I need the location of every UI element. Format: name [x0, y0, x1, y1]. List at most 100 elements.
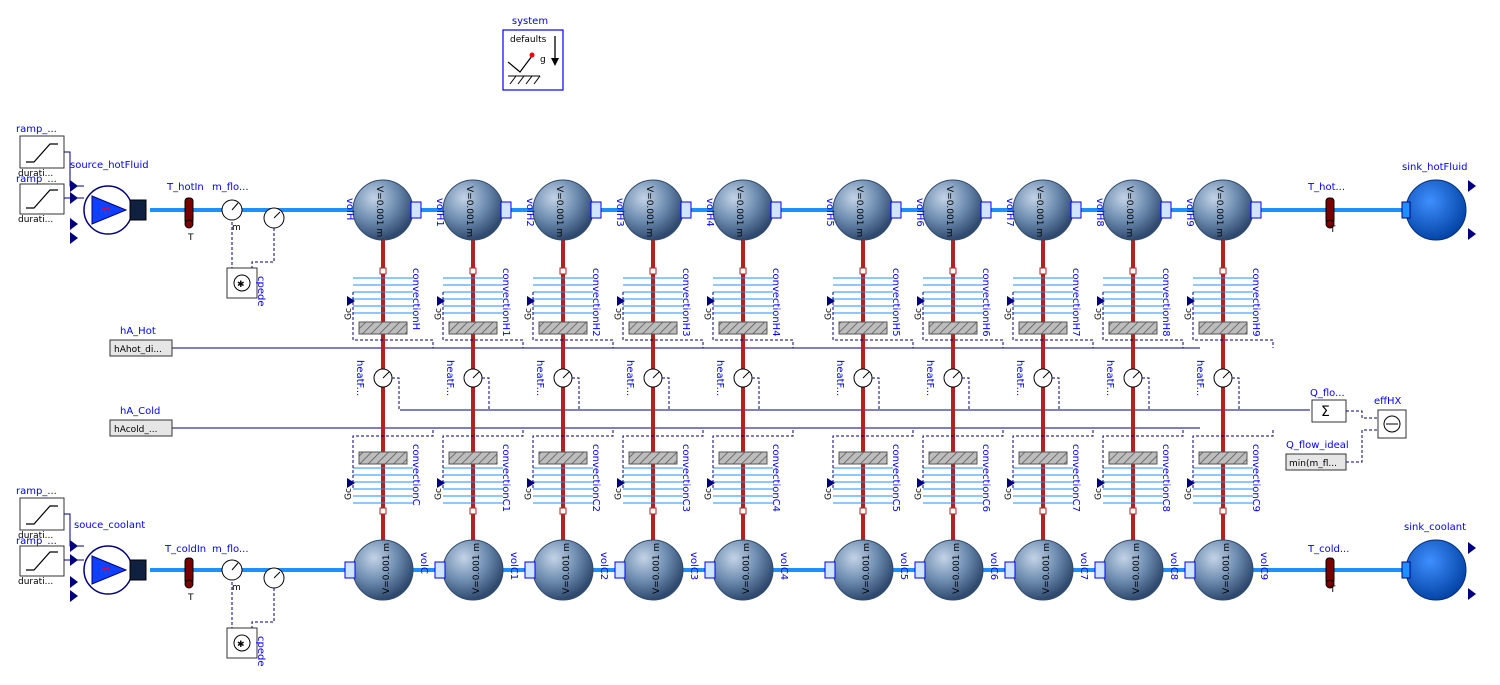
pump-m-text: m: [100, 564, 111, 577]
effHX-label: effHX: [1374, 396, 1402, 407]
gc-label: Gc: [1094, 308, 1104, 320]
heatflow-label: heatF...: [834, 360, 845, 396]
volume-hot-label: volH5: [824, 198, 835, 227]
gc-label: Gc: [704, 308, 714, 320]
cold-ramp-2-label: ramp_...: [16, 536, 57, 547]
volume-cold-9[interactable]: [1184, 539, 1254, 601]
volume-cold-text: V=0.001 m: [742, 543, 752, 594]
convection-hot-label: convectionH3: [680, 268, 691, 337]
T-coldIn-sensor[interactable]: T_coldIn T: [164, 544, 206, 603]
hot-ramp-1[interactable]: ramp_... durati...: [16, 124, 65, 179]
hx-segment-4: [704, 179, 794, 601]
volume-hot-0[interactable]: [352, 179, 422, 241]
volume-cold-label: volC5: [898, 552, 909, 580]
volume-cold-7[interactable]: [1004, 539, 1074, 601]
volume-hot-text: V=0.001 m: [554, 186, 564, 237]
convection-hot-label: convectionH8: [1160, 268, 1171, 337]
pump-m-text: m: [100, 204, 111, 217]
volume-hot-label: volH3: [614, 198, 625, 227]
T-hotIn-sensor[interactable]: T_hotIn T: [166, 182, 204, 243]
volume-cold-2[interactable]: [524, 539, 594, 601]
gc-label: Gc: [824, 308, 834, 320]
hx-segment-8: [1094, 179, 1184, 601]
gc-label: Gc: [524, 308, 534, 320]
gc-label: Gc: [914, 308, 924, 320]
volume-hot-8[interactable]: [1102, 179, 1172, 241]
system-block[interactable]: system defaults g: [502, 16, 564, 91]
hA-hot-value-box: [109, 339, 173, 357]
q-flow-label: Q_flo...: [1310, 388, 1345, 399]
system-g-text: g: [540, 55, 546, 65]
cp-hot-sensor[interactable]: ✱ cpede: [226, 207, 285, 307]
volume-cold-6[interactable]: [914, 539, 984, 601]
cp-cold-sensor[interactable]: ✱ cpede: [226, 567, 285, 667]
volume-hot-text: V=0.001 m: [734, 186, 744, 237]
hot-ramp-2-label: ramp_...: [16, 174, 57, 185]
hot-ramp-2[interactable]: ramp_... durati...: [16, 174, 65, 225]
volume-hot-1[interactable]: [442, 179, 512, 241]
volume-hot-2[interactable]: [532, 179, 602, 241]
volume-cold-text: V=0.001 m: [952, 543, 962, 594]
volume-hot-3[interactable]: [622, 179, 692, 241]
volume-hot-label: volH8: [1094, 198, 1105, 227]
cold-ramp-2-text: durati...: [18, 577, 53, 587]
volume-cold-1[interactable]: [434, 539, 504, 601]
hot-source-pump[interactable]: m: [64, 151, 147, 244]
volume-hot-7[interactable]: [1012, 179, 1082, 241]
volume-hot-5[interactable]: [832, 179, 902, 241]
T-coldOut-sensor[interactable]: T_cold... T: [1307, 544, 1349, 595]
cold-ramp-2[interactable]: ramp_... durati...: [16, 536, 65, 587]
convection-cold-label: convectionC7: [1070, 444, 1081, 512]
heatflow-label: heatF...: [1104, 360, 1115, 396]
m-flow-hot-sensor[interactable]: m_flo... m: [212, 182, 249, 233]
hx-segment-5: [824, 179, 914, 601]
volume-hot-text: V=0.001 m: [1214, 186, 1224, 237]
volume-cold-0[interactable]: [344, 539, 414, 601]
cold-ramp-1-label: ramp_...: [16, 486, 57, 497]
effHX-block[interactable]: effHX: [1346, 396, 1407, 463]
gc-label: Gc: [824, 488, 834, 500]
volume-cold-5[interactable]: [824, 539, 894, 601]
T-hotOut-sensor[interactable]: T_hot... T: [1307, 182, 1345, 235]
hot-source-label: source_hotFluid: [70, 160, 149, 171]
cold-ramp-1-text: durati...: [18, 531, 53, 541]
convection-cold-label: convectionC6: [980, 444, 991, 512]
m-flow-cold-m: m: [232, 583, 241, 593]
volume-hot-9[interactable]: [1192, 179, 1262, 241]
pump-triangle-icon: [91, 195, 128, 225]
volume-hot-text: V=0.001 m: [854, 186, 864, 237]
gc-label: Gc: [434, 488, 444, 500]
volume-cold-label: volC3: [688, 552, 699, 580]
hA-hot-block[interactable]: hA_Hot hAhot_di...: [109, 326, 173, 357]
sink-hot[interactable]: sink_hotFluid: [1401, 162, 1476, 241]
volume-cold-4[interactable]: [704, 539, 774, 601]
convection-hot-label: convectionH: [410, 268, 421, 330]
volume-cold-8[interactable]: [1094, 539, 1164, 601]
heatflow-label: heatF...: [714, 360, 725, 396]
volume-cold-3[interactable]: [614, 539, 684, 601]
m-flow-cold-label: m_flo...: [212, 544, 249, 555]
q-flow-ideal-expr: min(m_fl...: [1289, 459, 1337, 469]
sink-cold[interactable]: sink_coolant: [1401, 522, 1476, 601]
sink-hot-label: sink_hotFluid: [1402, 162, 1468, 173]
volume-hot-text: V=0.001 m: [374, 186, 384, 237]
convection-cold-label: convectionC3: [680, 444, 691, 512]
volume-hot-4[interactable]: [712, 179, 782, 241]
hx-segment-0: [344, 179, 434, 601]
volume-cold-label: volC8: [1168, 552, 1179, 580]
heatflow-label: heatF...: [1194, 360, 1205, 396]
volume-cold-text: V=0.001 m: [1132, 543, 1142, 594]
heatflow-label: heatF...: [1014, 360, 1025, 396]
convection-hot-label: convectionH1: [500, 268, 511, 337]
hA-cold-block[interactable]: hA_Cold hAcold_...: [109, 406, 173, 437]
q-flow-ideal-block[interactable]: Q_flow_ideal min(m_fl...: [1285, 440, 1349, 471]
cold-source-pump[interactable]: m: [64, 513, 147, 602]
hx-segment-3: [614, 179, 704, 601]
cold-ramp-1[interactable]: ramp_... durati...: [16, 486, 65, 541]
m-flow-cold-sensor[interactable]: m_flo... m: [212, 544, 249, 593]
hx-segment-2: [524, 179, 614, 601]
gc-label: Gc: [914, 488, 924, 500]
q-flow-sum-block[interactable]: Q_flo... Σ: [1310, 388, 1347, 423]
volume-hot-6[interactable]: [922, 179, 992, 241]
